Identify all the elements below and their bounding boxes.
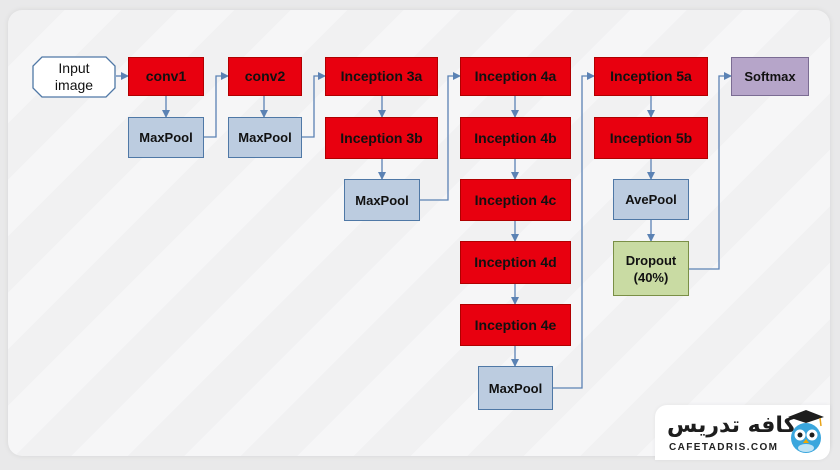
softmax-node: Softmax bbox=[731, 57, 809, 96]
inception-5b-node: Inception 5b bbox=[594, 117, 708, 159]
inception-3a-node: Inception 3a bbox=[325, 57, 438, 96]
input-image-label: Input image bbox=[54, 60, 94, 93]
inception-4d-node: Inception 4d bbox=[460, 241, 571, 284]
avepool-node: AvePool bbox=[613, 179, 689, 220]
logo-name: کافه تدریس bbox=[667, 413, 797, 438]
dropout-node: Dropout (40%) bbox=[613, 241, 689, 296]
conv2-node: conv2 bbox=[228, 57, 302, 96]
conv1-node: conv1 bbox=[128, 57, 204, 96]
input-shape bbox=[32, 56, 116, 98]
input-image-node: Input image bbox=[32, 56, 116, 98]
inception-4e-node: Inception 4e bbox=[460, 304, 571, 346]
maxpool-node-3: MaxPool bbox=[344, 179, 420, 221]
inception-3b-node: Inception 3b bbox=[325, 117, 438, 159]
logo-subtitle: CAFETADRIS.COM bbox=[669, 442, 779, 453]
maxpool-node-1: MaxPool bbox=[128, 117, 204, 158]
inception-5a-node: Inception 5a bbox=[594, 57, 708, 96]
maxpool-node-4: MaxPool bbox=[478, 366, 553, 410]
cafetadris-logo[interactable]: کافه تدریس CAFETADRIS.COM bbox=[655, 405, 830, 460]
inception-4b-node: Inception 4b bbox=[460, 117, 571, 159]
maxpool-node-2: MaxPool bbox=[228, 117, 302, 158]
inception-4a-node: Inception 4a bbox=[460, 57, 571, 96]
owl-graduate-icon bbox=[788, 410, 824, 453]
inception-4c-node: Inception 4c bbox=[460, 179, 571, 221]
